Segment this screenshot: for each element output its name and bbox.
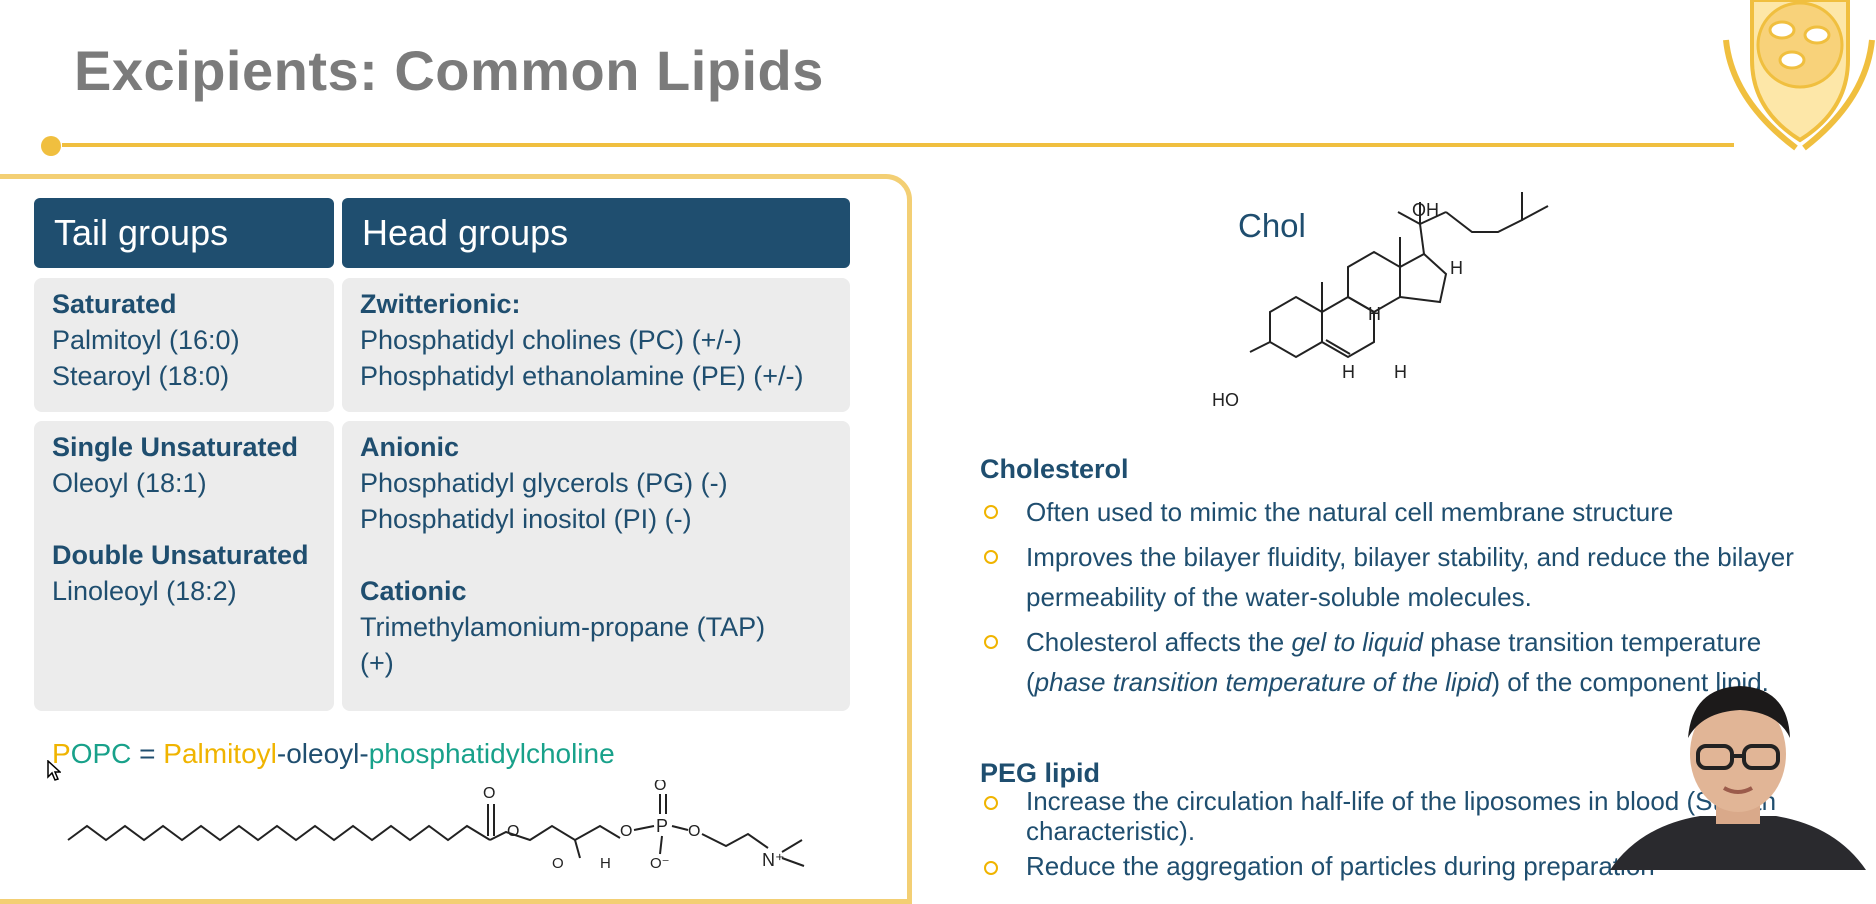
anionic-label: Anionic	[360, 432, 459, 462]
mouse-cursor-icon	[47, 760, 61, 781]
bullet-circle-icon	[984, 796, 998, 810]
bullet-text: Often used to mimic the natural cell mem…	[1026, 497, 1674, 527]
bullet-circle-icon	[984, 635, 998, 649]
bullet-item: Improves the bilayer fluidity, bilayer s…	[980, 537, 1840, 617]
anionic-item: Phosphatidyl glycerols (PG) (-)	[360, 468, 728, 498]
popc-phosphatidylcholine: phosphatidylcholine	[368, 738, 615, 769]
title-rule	[62, 143, 1734, 147]
chol-h: H	[1368, 304, 1381, 324]
single-unsaturated-label: Single Unsaturated	[52, 432, 299, 462]
popc-ester-o: O	[507, 823, 519, 840]
popc-equals: =	[131, 738, 164, 769]
popc-structure-diagram: O O O P O O O⁻ N⁺ H O	[67, 780, 805, 870]
double-unsaturated-label: Double Unsaturated	[52, 540, 309, 570]
popc-o-minus: O⁻	[650, 855, 670, 870]
single-unsaturated-item: Oleoyl (18:1)	[52, 468, 207, 498]
popc-h: H	[600, 855, 611, 870]
saturated-item: Palmitoyl (16:0)	[52, 325, 240, 355]
popc-p: P	[52, 738, 71, 769]
bullet-text: Reduce the aggregation of particles duri…	[1026, 851, 1655, 881]
bullet-circle-icon	[984, 505, 998, 519]
popc-phosphorus: P	[656, 816, 668, 836]
head-groups-header: Head groups	[342, 198, 850, 268]
chol-oh-top: OH	[1412, 200, 1439, 220]
popc-definition: POPC = Palmitoyl-oleoyl-phosphatidylchol…	[52, 738, 615, 770]
bullet-item: Cholesterol affects the gel to liquid ph…	[980, 622, 1840, 702]
double-unsaturated-item: Linoleoyl (18:2)	[52, 576, 237, 606]
zwitterionic-label: Zwitterionic:	[360, 289, 521, 319]
peg-lipid-heading: PEG lipid	[980, 758, 1101, 788]
bullet-circle-icon	[984, 861, 998, 875]
title-rule-dot	[41, 136, 61, 156]
logo-hands-cells-icon	[1723, 0, 1875, 151]
popc-phosphoryl-o: O	[654, 780, 666, 794]
slide-title: Excipients: Common Lipids	[74, 39, 824, 102]
anionic-item: Phosphatidyl inositol (PI) (-)	[360, 504, 692, 534]
bullet-circle-icon	[984, 550, 998, 564]
popc-n-plus: N⁺	[762, 850, 785, 870]
cholesterol-heading: Cholesterol	[980, 454, 1129, 484]
popc-oleoyl: oleoyl	[286, 738, 360, 769]
zwitterionic-item: Phosphatidyl cholines (PC) (+/-)	[360, 325, 742, 355]
bullet-text: Improves the bilayer fluidity, bilayer s…	[1026, 542, 1794, 612]
popc-ester-o2: O	[688, 823, 700, 840]
tail-groups-header: Tail groups	[34, 198, 334, 268]
cationic-item: (+)	[360, 648, 394, 678]
cationic-item: Trimethylamonium-propane (TAP)	[360, 612, 766, 642]
bullet-text-pre: Cholesterol affects the	[1026, 627, 1292, 657]
presenter-video-overlay	[1610, 686, 1866, 870]
charged-heads-cell: Anionic Phosphatidyl glycerols (PG) (-) …	[342, 421, 850, 711]
chol-label: Chol	[1238, 207, 1306, 244]
saturated-cell: Saturated Palmitoyl (16:0) Stearoyl (18:…	[34, 278, 334, 412]
bullet-text-em: phase transition temperature of the lipi…	[1034, 667, 1492, 697]
popc-dash: -	[359, 738, 369, 769]
popc-ester-o3: O	[552, 855, 564, 870]
chol-h: H	[1342, 362, 1355, 382]
saturated-item: Stearoyl (18:0)	[52, 361, 230, 391]
chol-h: H	[1450, 258, 1463, 278]
bullet-text: Increase the circulation half-life of th…	[1026, 786, 1777, 846]
unsaturated-cell: Single Unsaturated Oleoyl (18:1) Double …	[34, 421, 334, 711]
cationic-label: Cationic	[360, 576, 467, 606]
popc-bridge-o: O	[620, 823, 632, 840]
cholesterol-bullets: Often used to mimic the natural cell mem…	[980, 492, 1840, 707]
popc-palmitoyl: Palmitoyl	[163, 738, 277, 769]
popc-carbonyl-o: O	[483, 785, 495, 802]
chol-ho: HO	[1212, 390, 1239, 410]
cholesterol-structure-diagram: OH HO H H H H	[1212, 192, 1549, 410]
chol-h: H	[1394, 362, 1407, 382]
zwitterionic-cell: Zwitterionic: Phosphatidyl cholines (PC)…	[342, 278, 850, 412]
bullet-item: Increase the circulation half-life of th…	[980, 786, 1840, 846]
popc-opc: OPC	[70, 738, 132, 769]
zwitterionic-item: Phosphatidyl ethanolamine (PE) (+/-)	[360, 361, 804, 391]
popc-dash: -	[276, 738, 287, 769]
bullet-item: Often used to mimic the natural cell mem…	[980, 492, 1840, 532]
bullet-text-em: gel to liquid	[1291, 627, 1423, 657]
saturated-label: Saturated	[52, 289, 177, 319]
bullet-text-mid: phase transition temperature (	[1026, 627, 1762, 697]
